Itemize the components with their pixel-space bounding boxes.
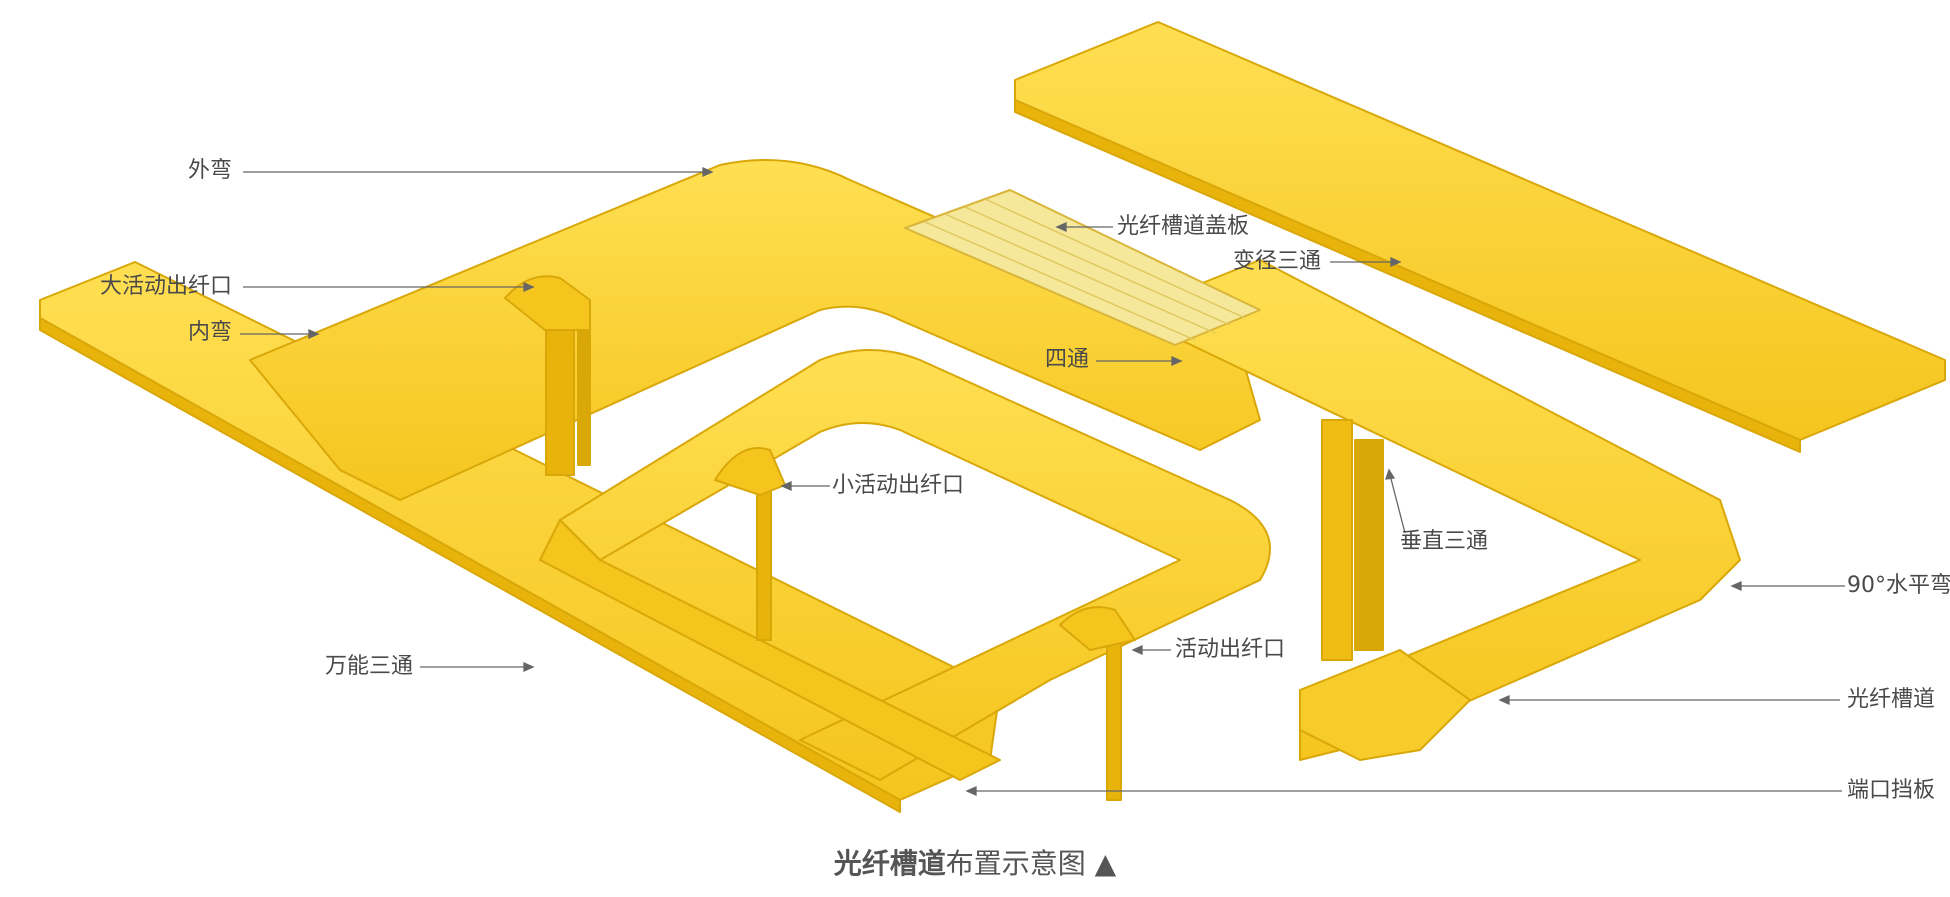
label-active-outlet: 活动出纤口 bbox=[1175, 637, 1286, 662]
label-reducer-tee: 变径三通 bbox=[1233, 249, 1322, 274]
label-vertical-tee: 垂直三通 bbox=[1400, 529, 1489, 554]
tray-structure bbox=[39, 21, 1946, 813]
caption-bold: 光纤槽道 bbox=[833, 847, 946, 880]
label-inner-bend: 内弯 bbox=[188, 320, 233, 345]
label-end-cap: 端口挡板 bbox=[1847, 778, 1936, 803]
tray-upper-loop bbox=[249, 159, 1261, 501]
tray-front-right bbox=[1299, 649, 1471, 761]
label-fiber-channel: 光纤槽道 bbox=[1847, 687, 1936, 712]
tray-lower-left bbox=[539, 519, 1001, 781]
label-large-active-outlet: 大活动出纤口 bbox=[100, 274, 233, 299]
label-small-active-outlet: 小活动出纤口 bbox=[832, 473, 965, 498]
label-cross: 四通 bbox=[1045, 347, 1090, 372]
cover-plate bbox=[904, 189, 1261, 346]
active-outlet-cap bbox=[1059, 606, 1136, 651]
label-universal-tee: 万能三通 bbox=[325, 654, 414, 679]
label-outer-bend: 外弯 bbox=[188, 158, 233, 183]
active-outlet-drop bbox=[1106, 639, 1122, 801]
vertical-tee-drop bbox=[1321, 419, 1353, 661]
label-cover-plate: 光纤槽道盖板 bbox=[1117, 214, 1250, 239]
caption-rest: 布置示意图 ▲ bbox=[945, 847, 1117, 880]
diagram-caption: 光纤槽道布置示意图 ▲ bbox=[0, 842, 1950, 882]
small-outlet-cap bbox=[714, 447, 786, 496]
leader-lines bbox=[240, 166, 1845, 797]
label-horizontal-90-bend: 90°水平弯 bbox=[1847, 573, 1950, 598]
